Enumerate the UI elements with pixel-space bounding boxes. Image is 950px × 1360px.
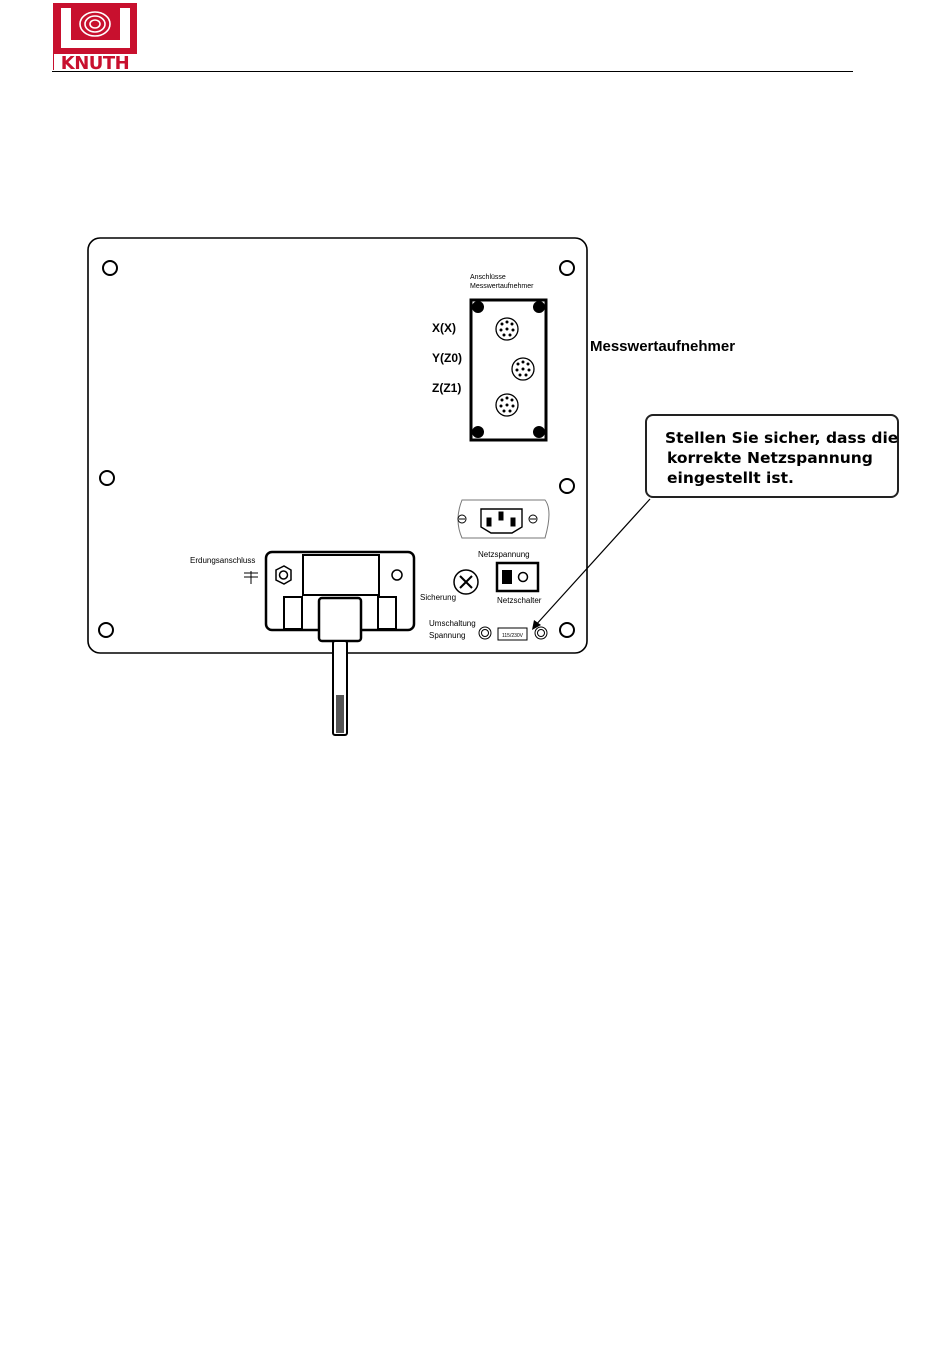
switch-label: Netzschalter [497, 596, 542, 605]
axis-label-y: Y(Z0) [432, 351, 462, 365]
voltage-select-value: 115/230V [502, 633, 524, 639]
cable-plug [319, 598, 361, 641]
sensors-side-label: Messwertaufnehmer [590, 338, 735, 355]
mounting-hole-middle-left [100, 471, 114, 485]
ground-label: Erdungsanschluss [190, 556, 255, 565]
callout-line-3: eingestellt ist. [665, 468, 887, 488]
voltage-warning-callout: Stellen Sie sicher, dass die korrekte Ne… [645, 414, 899, 498]
sensor-block-title-1: Anschlüsse [470, 274, 506, 281]
mounting-hole-top-right [560, 261, 574, 275]
sensor-block-title-2: Messwertaufnehmer [470, 283, 534, 290]
mounting-hole-middle-right [560, 479, 574, 493]
fuse-label: Sicherung [420, 593, 456, 602]
sensor-connector-plate [471, 300, 546, 440]
axis-label-z: Z(Z1) [432, 381, 461, 395]
mounting-hole-top-left [103, 261, 117, 275]
mounting-hole-bottom-right [560, 623, 574, 637]
cable-strain-relief [336, 695, 344, 733]
power-socket-label: Netzspannung [478, 550, 530, 559]
voltage-select-label-2: Spannung [429, 631, 465, 640]
voltage-select-label-1: Umschaltung [429, 619, 476, 628]
axis-label-x: X(X) [432, 321, 456, 335]
mounting-hole-bottom-left [99, 623, 113, 637]
callout-line-2: korrekte Netzspannung [665, 448, 887, 468]
callout-line-1: Stellen Sie sicher, dass die [665, 428, 887, 448]
